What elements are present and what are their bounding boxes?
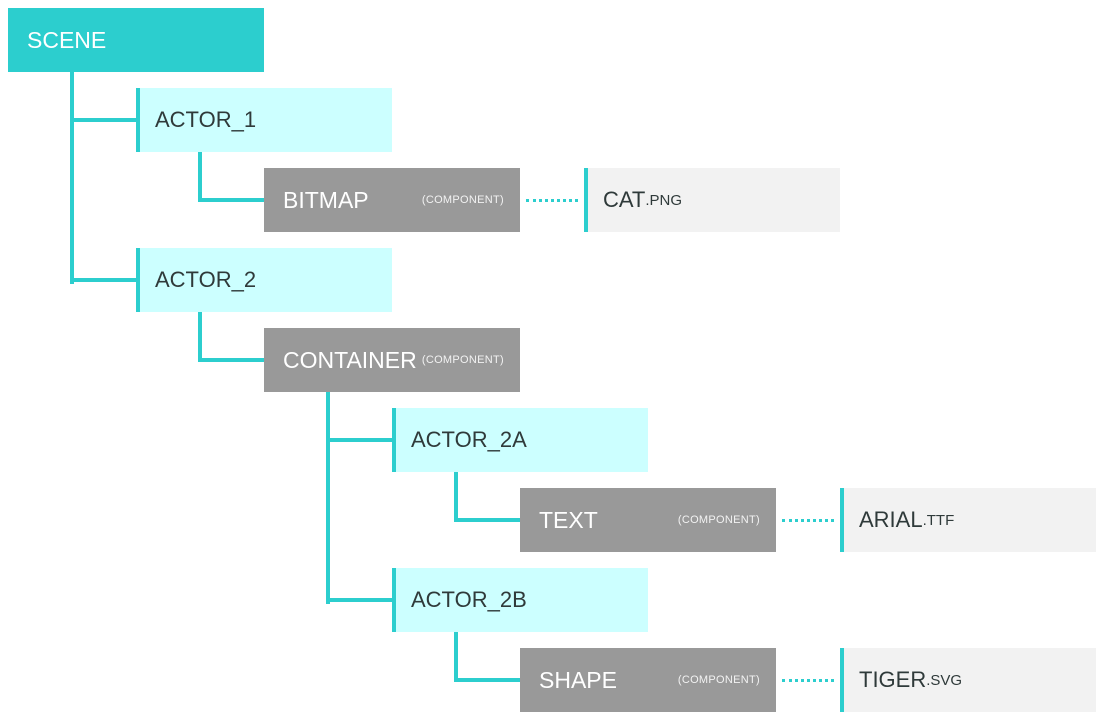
shape-component-tag: (COMPONENT) — [677, 674, 760, 686]
cat-asset-ext: .PNG — [645, 191, 683, 209]
actor-2a-node[interactable]: ACTOR_2A — [392, 408, 648, 472]
connector-actor-2a-text-h — [454, 518, 520, 522]
actor-2-label: ACTOR_2 — [155, 267, 257, 292]
scene-label: SCENE — [27, 26, 107, 53]
container-component-tag: (COMPONENT) — [421, 354, 504, 366]
text-component-tag: (COMPONENT) — [677, 514, 760, 526]
tiger-asset-ext: .SVG — [926, 671, 963, 689]
bitmap-label: BITMAP — [283, 186, 369, 213]
connector-actor-2b-shape — [454, 632, 458, 682]
actor-2b-node[interactable]: ACTOR_2B — [392, 568, 648, 632]
tiger-asset-name: TIGER — [859, 667, 927, 692]
actor-1-label: ACTOR_1 — [155, 107, 257, 132]
scene-node[interactable]: SCENE — [8, 8, 264, 72]
connector-actor-1-bitmap — [198, 152, 202, 202]
tiger-svg-asset[interactable]: TIGER.SVG — [840, 648, 1096, 712]
actor-2a-label: ACTOR_2A — [411, 427, 527, 452]
shape-component-node[interactable]: SHAPE (COMPONENT) — [520, 648, 776, 712]
connector-container-trunk — [326, 392, 330, 604]
text-component-node[interactable]: TEXT (COMPONENT) — [520, 488, 776, 552]
shape-label: SHAPE — [539, 666, 617, 693]
connector-actor-2-container-h — [198, 358, 264, 362]
connector-scene-trunk — [70, 72, 74, 284]
text-label: TEXT — [539, 506, 598, 533]
container-label: CONTAINER — [283, 346, 417, 373]
actor-2-node[interactable]: ACTOR_2 — [136, 248, 392, 312]
arial-asset-ext: .TTF — [922, 511, 955, 529]
connector-actor-2-container — [198, 312, 202, 362]
connector-scene-actor-2 — [70, 278, 136, 282]
link-shape-tiger — [782, 679, 834, 682]
connector-actor-1-bitmap-h — [198, 198, 264, 202]
arial-ttf-asset[interactable]: ARIAL.TTF — [840, 488, 1096, 552]
container-component-node[interactable]: CONTAINER (COMPONENT) — [264, 328, 520, 392]
connector-container-actor-2a — [326, 438, 392, 442]
link-bitmap-cat — [526, 199, 578, 202]
bitmap-component-tag: (COMPONENT) — [421, 194, 504, 206]
connector-actor-2b-shape-h — [454, 678, 520, 682]
actor-2b-label: ACTOR_2B — [411, 587, 527, 612]
cat-asset-name: CAT — [603, 187, 646, 212]
arial-asset-name: ARIAL — [859, 507, 923, 532]
connector-actor-2a-text — [454, 472, 458, 522]
bitmap-component-node[interactable]: BITMAP (COMPONENT) — [264, 168, 520, 232]
cat-png-asset[interactable]: CAT.PNG — [584, 168, 840, 232]
link-text-arial — [782, 519, 834, 522]
connector-scene-actor-1 — [70, 118, 136, 122]
actor-1-node[interactable]: ACTOR_1 — [136, 88, 392, 152]
connector-container-actor-2b — [326, 598, 392, 602]
